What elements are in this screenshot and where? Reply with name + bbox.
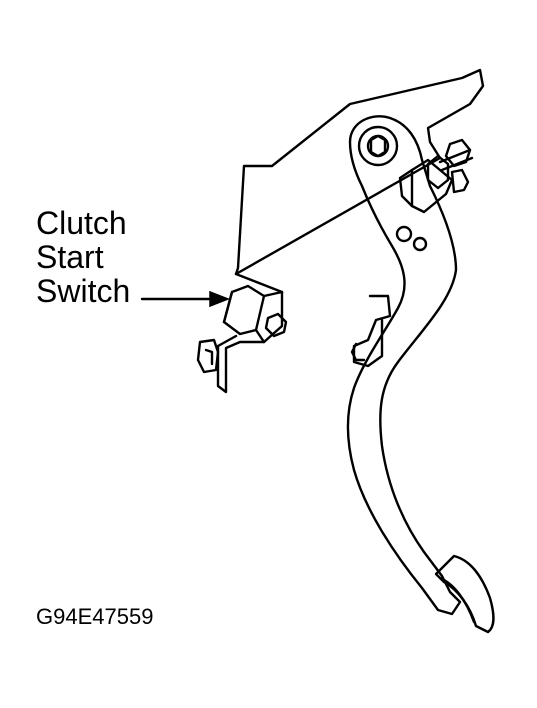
pedal-arm	[348, 116, 460, 614]
pedal-hole-lower	[414, 238, 426, 250]
label-line-3: Switch	[36, 273, 131, 309]
switch-nut	[266, 314, 286, 336]
pedal-pad	[436, 556, 494, 632]
callout-arrowhead	[210, 292, 228, 306]
pedal-hole-upper	[397, 227, 411, 241]
label-line-2: Start	[36, 239, 104, 275]
adjusting-nut-3	[452, 170, 468, 192]
switch-mount-bracket	[218, 274, 282, 392]
pedal-pad-edge	[440, 578, 474, 622]
stop-bracket-inner	[400, 170, 412, 206]
mounting-bracket-plate	[236, 70, 483, 274]
clutch-start-switch-face	[224, 292, 232, 322]
pivot-bolt-outer	[359, 127, 397, 165]
clutch-start-switch-label: Clutch Start Switch	[36, 206, 130, 308]
adjusting-nut-1	[446, 140, 470, 166]
label-line-1: Clutch	[36, 205, 127, 241]
arm-switch-bolt	[352, 344, 364, 360]
pivot-bolt-hex	[371, 136, 385, 156]
switch-bracket-bolt	[198, 340, 218, 372]
clutch-start-switch-body	[224, 286, 264, 334]
adjusting-nut-2	[428, 156, 448, 188]
switch-mount-bracket-edge	[256, 292, 282, 342]
adjusting-bolt	[440, 150, 470, 162]
switch-bracket-bolt-inner	[206, 350, 212, 364]
arm-switch-bracket	[354, 296, 390, 366]
figure-id: G94E47559	[36, 604, 154, 629]
